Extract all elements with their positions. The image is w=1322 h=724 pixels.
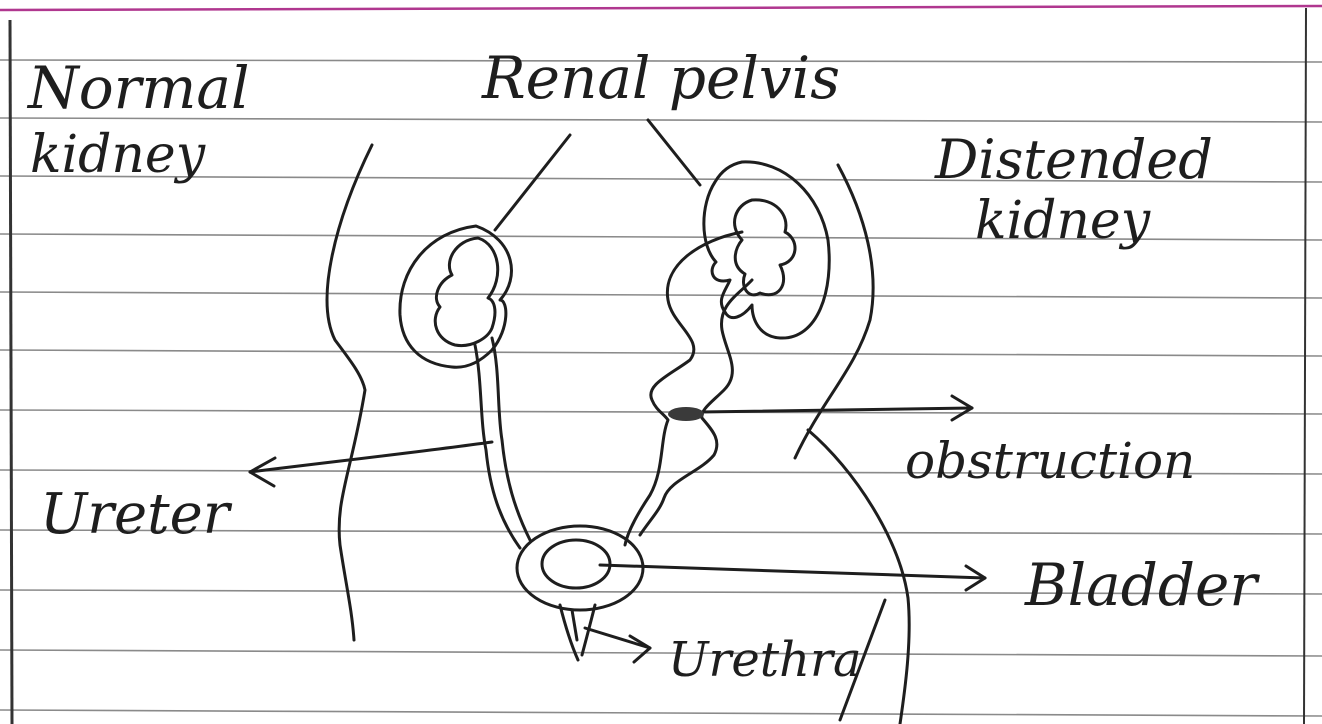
distended-kidney-pelvis xyxy=(735,200,795,295)
label-normal-kidney-1: Normal xyxy=(26,54,250,122)
right-page-edge xyxy=(1304,8,1306,724)
left-page-edge xyxy=(10,20,12,724)
body-outline-left xyxy=(327,145,372,640)
label-normal-kidney-2: kidney xyxy=(30,125,206,185)
renal-pelvis-pointer-left xyxy=(495,135,570,230)
label-urethra: Urethra xyxy=(668,632,862,688)
label-renal-pelvis: Renal pelvis xyxy=(481,44,840,112)
ureter-pointer xyxy=(250,442,492,472)
label-ureter: Ureter xyxy=(40,482,233,547)
bladder-pointer xyxy=(600,565,985,578)
obstruction-pointer xyxy=(700,408,972,412)
body-outline-right-upper xyxy=(795,165,873,458)
urethra-pointer xyxy=(585,628,650,648)
top-margin-line xyxy=(0,6,1322,10)
renal-pelvis-pointer-right xyxy=(648,120,700,185)
urethra-center xyxy=(572,610,577,640)
label-bladder: Bladder xyxy=(1024,551,1260,619)
label-obstruction: obstruction xyxy=(905,432,1195,490)
obstruction-mark xyxy=(668,407,704,421)
urethra-arrowhead xyxy=(630,636,650,662)
label-distended-kidney-2: kidney xyxy=(975,191,1151,251)
label-distended-kidney-1: Distended xyxy=(934,128,1213,191)
bladder-outline xyxy=(517,526,643,610)
normal-kidney-pelvis xyxy=(435,238,498,346)
